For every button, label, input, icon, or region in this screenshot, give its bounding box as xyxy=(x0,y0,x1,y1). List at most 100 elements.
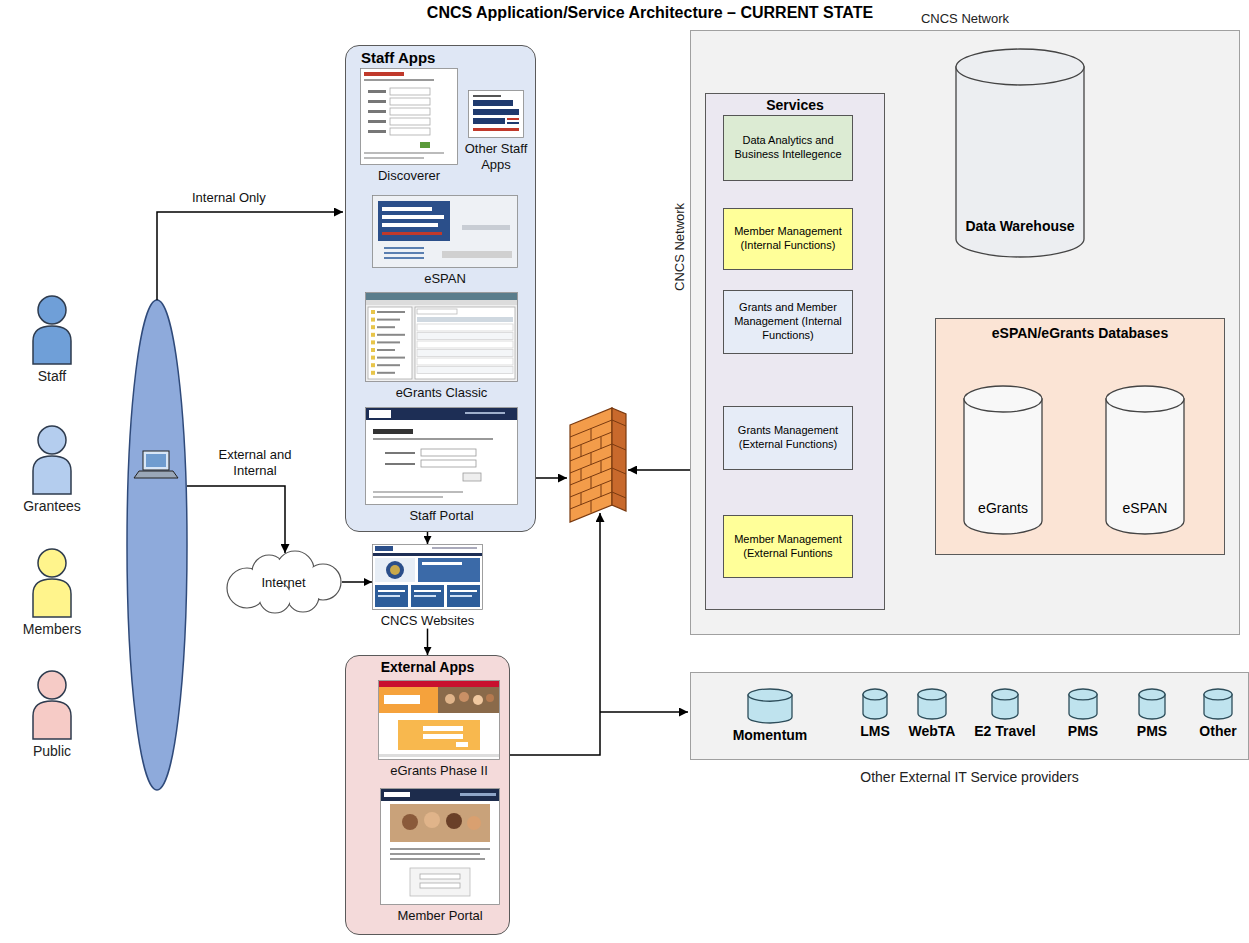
app-caption: eGrants Classic xyxy=(365,385,518,401)
screen-detail xyxy=(463,473,481,481)
band-caption: Other External IT Service providers xyxy=(691,769,1248,785)
screen-detail xyxy=(382,232,442,235)
panel-heading: External Apps xyxy=(346,656,509,675)
screen-detail xyxy=(382,215,444,219)
screen-detail xyxy=(420,142,430,148)
service-label: Data Analytics and Business Intellegence xyxy=(730,134,846,162)
access-ellipse xyxy=(127,300,187,790)
service-label: Member Management (Internal Functions) xyxy=(730,225,846,253)
screen-detail xyxy=(432,547,477,549)
screen-detail xyxy=(390,118,430,125)
internet-cloud: Internet xyxy=(225,550,342,614)
cylinder-shape xyxy=(991,688,1019,720)
screen-detail xyxy=(364,72,404,76)
provider-band: Other External IT Service providersMomen… xyxy=(690,672,1249,760)
person-body xyxy=(33,456,71,494)
actor-figure: Public xyxy=(22,668,82,759)
screen-detail xyxy=(446,813,462,829)
screen-detail xyxy=(442,251,512,258)
flow-arrow xyxy=(342,581,372,583)
app-caption: eSPAN xyxy=(372,271,518,287)
cylinder-shape xyxy=(1068,688,1098,720)
screen-detail xyxy=(385,463,415,465)
person-body xyxy=(33,701,71,739)
screen-detail xyxy=(368,110,386,113)
provider-database: Momentum xyxy=(728,688,812,743)
screenshot-picture xyxy=(378,680,500,760)
group-panel: Staff AppsDiscovererOther Staff AppseSPA… xyxy=(345,45,536,532)
screen-detail xyxy=(364,157,424,159)
screen-detail xyxy=(473,109,519,115)
screenshot-picture xyxy=(365,407,518,505)
person-head xyxy=(38,426,66,454)
app-screenshot: Staff Portal xyxy=(365,407,518,524)
provider-database: Other xyxy=(1194,688,1242,739)
provider-database: E2 Travel xyxy=(968,688,1042,739)
provider-label: PMS xyxy=(1137,723,1167,739)
screen-detail xyxy=(375,585,408,607)
screen-detail xyxy=(417,350,513,357)
firewall-line xyxy=(510,513,600,755)
cylinder-shape xyxy=(862,688,888,720)
provider-database: WebTA xyxy=(904,688,960,739)
screen-detail xyxy=(390,853,480,855)
screen-detail xyxy=(381,789,499,801)
screen-detail xyxy=(467,816,481,830)
screenshot-picture xyxy=(365,292,518,382)
provider-label: Momentum xyxy=(733,727,808,743)
screen-detail xyxy=(421,460,476,467)
screen-detail xyxy=(384,695,420,704)
app-caption: Other Staff Apps xyxy=(460,141,532,172)
panel-heading: Services xyxy=(706,94,884,113)
screen-detail xyxy=(371,356,375,360)
screen-detail xyxy=(423,734,463,739)
service-box: Grants Management (External Functions) xyxy=(723,406,853,470)
screenshot-picture xyxy=(468,90,524,138)
screen-detail xyxy=(390,565,400,575)
person-body xyxy=(33,326,71,364)
app-screenshot: Other Staff Apps xyxy=(460,90,532,172)
screen-detail xyxy=(379,687,438,713)
cylinder-shape xyxy=(917,688,947,720)
line-label: External and Internal xyxy=(206,447,304,479)
screen-detail xyxy=(445,694,455,704)
screen-detail xyxy=(460,793,496,796)
screen-detail xyxy=(424,812,440,828)
screen-detail xyxy=(414,595,436,597)
firewall-line xyxy=(536,477,567,479)
actor-figure: Staff xyxy=(22,293,82,384)
group-panel: ServicesData Analytics and Business Inte… xyxy=(705,93,885,610)
screen-detail xyxy=(373,496,443,498)
cylinder-body xyxy=(956,67,1084,257)
screen-detail xyxy=(507,122,519,124)
screen-detail xyxy=(417,358,513,365)
screen-detail xyxy=(417,324,513,331)
database-label: Data Warehouse xyxy=(965,218,1074,234)
screen-detail xyxy=(417,333,513,340)
provider-label: PMS xyxy=(1068,723,1098,739)
screen-detail xyxy=(386,561,404,579)
service-box: Member Management (Internal Functions) xyxy=(723,208,853,270)
cylinder-top xyxy=(918,689,946,700)
screen-detail xyxy=(456,742,468,747)
screen-detail xyxy=(384,247,424,249)
screen-detail xyxy=(410,868,470,896)
screen-detail xyxy=(384,257,424,259)
service-box: Data Analytics and Business Intellegence xyxy=(723,115,853,181)
diagram-title: CNCS Application/Service Architecture – … xyxy=(395,4,905,22)
screen-detail xyxy=(379,754,499,757)
screen-detail xyxy=(420,883,460,888)
screen-detail xyxy=(385,452,415,454)
provider-database: PMS xyxy=(1129,688,1175,739)
screen-detail xyxy=(368,100,386,103)
cylinder-top xyxy=(956,49,1084,85)
screen-detail xyxy=(447,585,480,607)
screen-detail xyxy=(417,309,457,314)
screen-detail xyxy=(361,69,458,165)
database-cylinder: eSPAN xyxy=(1105,385,1185,535)
app-caption: Staff Portal xyxy=(365,508,518,524)
screen-detail xyxy=(366,300,517,305)
cylinder-shape xyxy=(747,688,793,724)
person-head xyxy=(38,296,66,324)
